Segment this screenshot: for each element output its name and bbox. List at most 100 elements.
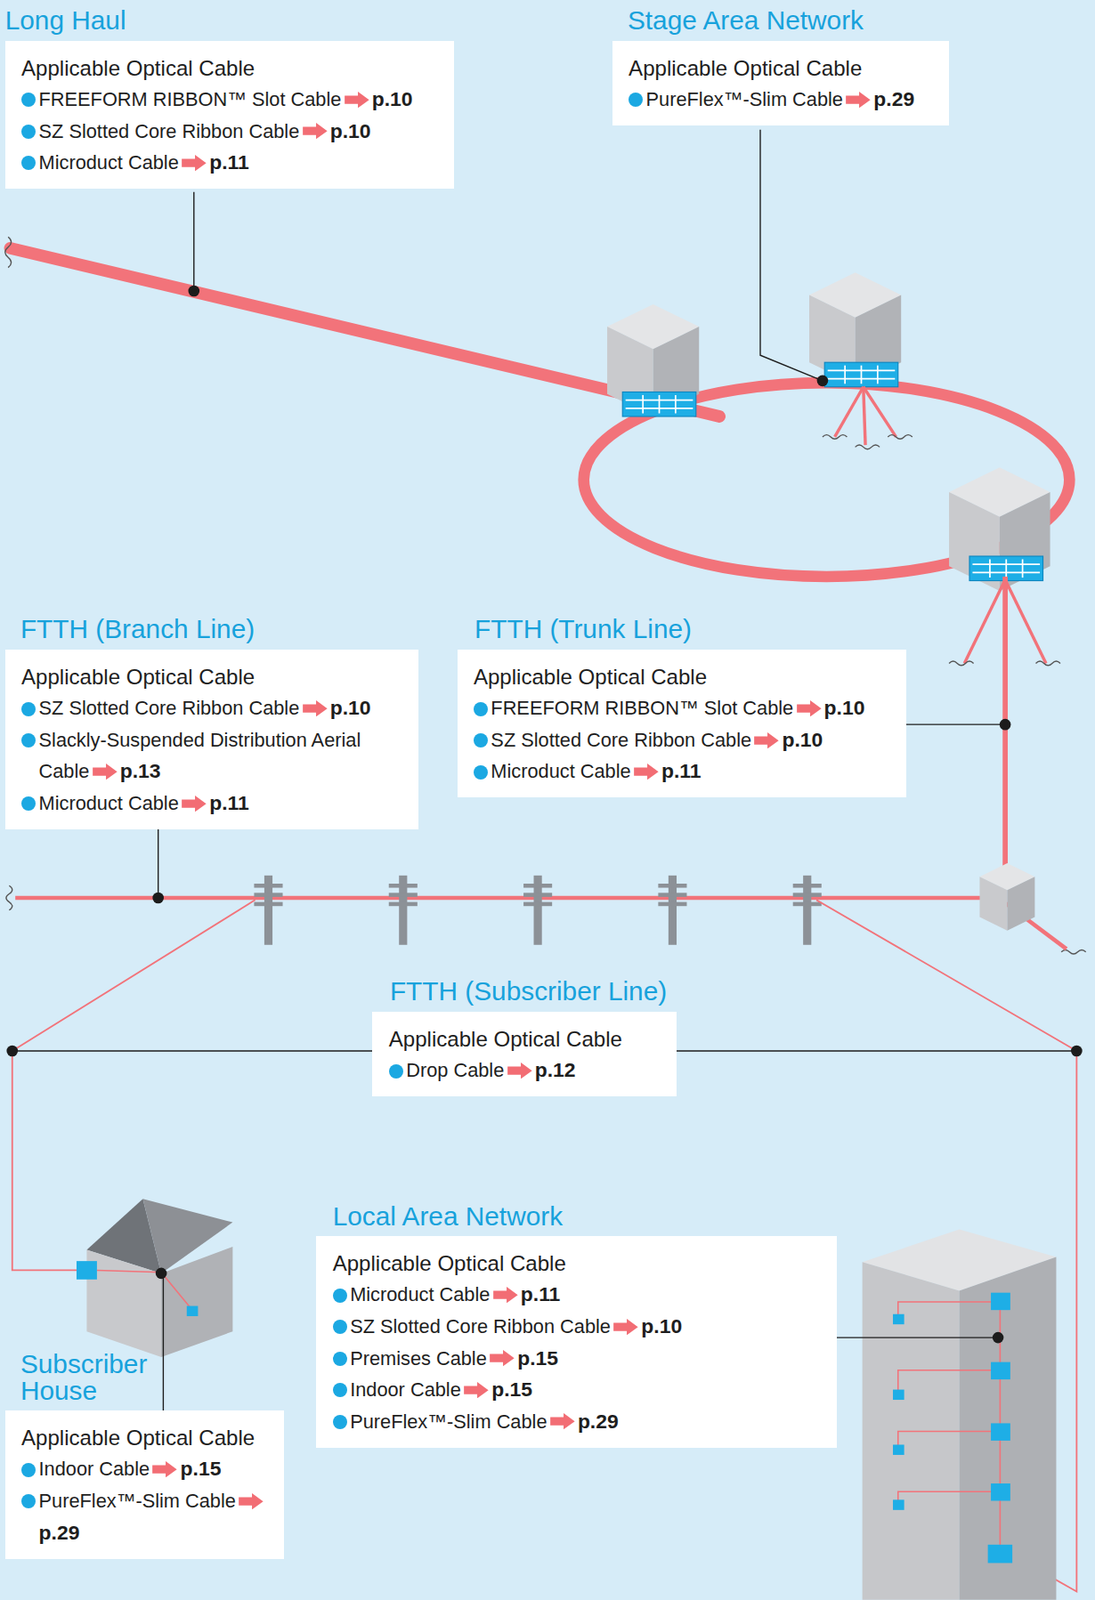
page-ref: p.10 bbox=[640, 1314, 682, 1339]
bullet-dot bbox=[473, 733, 488, 748]
cable-name: Slackly-Suspended Distribution Aerial Ca… bbox=[39, 729, 362, 784]
section-heading: FTTH (Branch Line) bbox=[20, 616, 255, 650]
page-ref: p.10 bbox=[372, 87, 414, 111]
cable-name: Premises Cable bbox=[349, 1347, 487, 1371]
cable-item: PureFlex™-Slim Cable p.29 bbox=[21, 1485, 272, 1550]
page-arrow bbox=[151, 1461, 179, 1478]
bullet-dot bbox=[473, 702, 488, 717]
bullet-dot bbox=[332, 1352, 348, 1367]
cable-item: Drop Cable p.12 bbox=[389, 1054, 666, 1087]
cable-callout: Subscriber HouseApplicable Optical Cable… bbox=[5, 1411, 284, 1559]
page-arrow bbox=[753, 732, 780, 749]
cable-name: Drop Cable bbox=[405, 1059, 504, 1082]
section-heading: Subscriber House bbox=[20, 1351, 174, 1412]
section-heading: Long Haul bbox=[5, 7, 127, 41]
cable-name: FREEFORM RIBBON™ Slot Cable bbox=[39, 88, 342, 111]
cable-item: SZ Slotted Core Ribbon Cable p.10 bbox=[473, 724, 894, 757]
cable-name: FREEFORM RIBBON™ Slot Cable bbox=[490, 697, 794, 720]
info-panel: Applicable Optical CableFREEFORM RIBBON™… bbox=[5, 40, 455, 189]
page-ref: p.15 bbox=[517, 1346, 559, 1371]
cable-item: Slackly-Suspended Distribution Aerial Ca… bbox=[21, 724, 406, 788]
page-ref: p.11 bbox=[209, 150, 250, 174]
page-ref: p.10 bbox=[824, 696, 866, 720]
page-arrow bbox=[632, 763, 660, 780]
info-panel: Applicable Optical CablePureFlex™-Slim C… bbox=[612, 40, 949, 126]
cable-item: SZ Slotted Core Ribbon Cablep.10 bbox=[21, 115, 442, 148]
page-ref: p.15 bbox=[491, 1378, 533, 1402]
page-arrow bbox=[844, 91, 872, 108]
page-ref: p.12 bbox=[535, 1058, 576, 1082]
page-ref: p.13 bbox=[120, 759, 162, 783]
panel-title: Applicable Optical Cable bbox=[21, 53, 442, 84]
bullet-dot bbox=[332, 1383, 348, 1398]
info-panel: Applicable Optical CableFREEFORM RIBBON™… bbox=[457, 649, 907, 798]
bullet-dot bbox=[21, 155, 36, 171]
cable-callout: FTTH (Subscriber Line)Applicable Optical… bbox=[372, 1012, 677, 1097]
page-arrow bbox=[795, 700, 823, 717]
cable-name: SZ Slotted Core Ribbon Cable bbox=[490, 729, 752, 752]
section-heading: FTTH (Subscriber Line) bbox=[389, 978, 667, 1013]
page-arrow bbox=[301, 122, 329, 139]
cable-item: Microduct Cable p.11 bbox=[21, 146, 442, 179]
cable-item: Microduct Cable p.11 bbox=[21, 787, 406, 820]
page-ref: p.10 bbox=[330, 696, 372, 720]
page-arrow bbox=[180, 154, 208, 171]
bullet-dot bbox=[628, 92, 643, 107]
cable-item: FREEFORM RIBBON™ Slot Cable p.10 bbox=[21, 83, 442, 116]
cable-name: Microduct Cable bbox=[490, 760, 631, 783]
bullet-dot bbox=[21, 702, 36, 717]
info-panel: Applicable Optical CableMicroduct Cable p… bbox=[316, 1236, 837, 1448]
bullet-dot bbox=[21, 1494, 36, 1509]
page-ref: p.11 bbox=[520, 1282, 561, 1306]
bullet-dot bbox=[21, 92, 36, 107]
info-panel: Applicable Optical CableSZ Slotted Core … bbox=[5, 649, 419, 830]
page-ref: p.29 bbox=[873, 87, 915, 111]
page-ref: p.15 bbox=[180, 1457, 222, 1481]
info-panel: Applicable Optical CableDrop Cablep.12 bbox=[372, 1012, 677, 1097]
cable-item: PureFlex™-Slim Cable p.29 bbox=[628, 83, 937, 116]
cable-item: SZ Slotted Core Ribbon Cablep.10 bbox=[332, 1311, 826, 1344]
bullet-dot bbox=[21, 796, 36, 812]
cable-callout: Stage Area NetworkApplicable Optical Cab… bbox=[612, 40, 949, 126]
cable-item: Microduct Cable p.11 bbox=[332, 1279, 826, 1312]
page-arrow bbox=[492, 1287, 520, 1304]
bullet-dot bbox=[332, 1289, 348, 1304]
bullet-dot bbox=[473, 765, 488, 780]
cable-name: Microduct Cable bbox=[39, 792, 179, 815]
cable-name: Microduct Cable bbox=[39, 151, 179, 174]
section-heading: Stage Area Network bbox=[627, 7, 864, 41]
page-ref: p.29 bbox=[577, 1410, 619, 1434]
page-ref: p.10 bbox=[782, 728, 824, 752]
cable-name: PureFlex™-Slim Cable bbox=[39, 1490, 236, 1513]
page-arrow bbox=[549, 1413, 576, 1430]
cable-item: Microduct Cablep.11 bbox=[473, 755, 894, 788]
cable-name: Indoor Cable bbox=[39, 1458, 151, 1481]
panel-title: Applicable Optical Cable bbox=[332, 1249, 826, 1280]
panel-title: Applicable Optical Cable bbox=[21, 1423, 272, 1454]
cable-item: Premises Cable p.15 bbox=[332, 1343, 826, 1376]
cable-name: SZ Slotted Core Ribbon Cable bbox=[39, 120, 301, 143]
cable-name: PureFlex™-Slim Cable bbox=[646, 88, 844, 111]
cable-callout: FTTH (Trunk Line)Applicable Optical Cabl… bbox=[457, 649, 907, 798]
info-panel: Applicable Optical CableIndoor Cable p.15… bbox=[5, 1411, 284, 1559]
bullet-dot bbox=[21, 124, 36, 139]
page-ref: p.29 bbox=[39, 1521, 81, 1545]
cable-callout: Local Area NetworkApplicable Optical Cab… bbox=[316, 1236, 837, 1448]
cable-callout: Long HaulApplicable Optical CableFREEFOR… bbox=[5, 40, 455, 189]
page-arrow bbox=[343, 91, 371, 108]
cable-item: SZ Slotted Core Ribbon Cable p.10 bbox=[21, 692, 406, 725]
page-arrow bbox=[237, 1493, 265, 1510]
bullet-dot bbox=[389, 1064, 404, 1079]
cable-name: Microduct Cable bbox=[349, 1283, 490, 1306]
page-ref: p.11 bbox=[209, 791, 250, 815]
cable-item: FREEFORM RIBBON™ Slot Cable p.10 bbox=[473, 692, 894, 725]
page-arrow bbox=[488, 1350, 516, 1367]
cable-item: Indoor Cable p.15 bbox=[21, 1453, 272, 1486]
cable-callout: FTTH (Branch Line)Applicable Optical Cab… bbox=[5, 649, 419, 830]
bullet-dot bbox=[21, 1463, 36, 1478]
cable-item: Indoor Cable p.15 bbox=[332, 1374, 826, 1407]
cable-name: SZ Slotted Core Ribbon Cable bbox=[39, 697, 301, 720]
bullet-dot bbox=[332, 1320, 348, 1335]
cable-name: Indoor Cable bbox=[349, 1378, 462, 1402]
